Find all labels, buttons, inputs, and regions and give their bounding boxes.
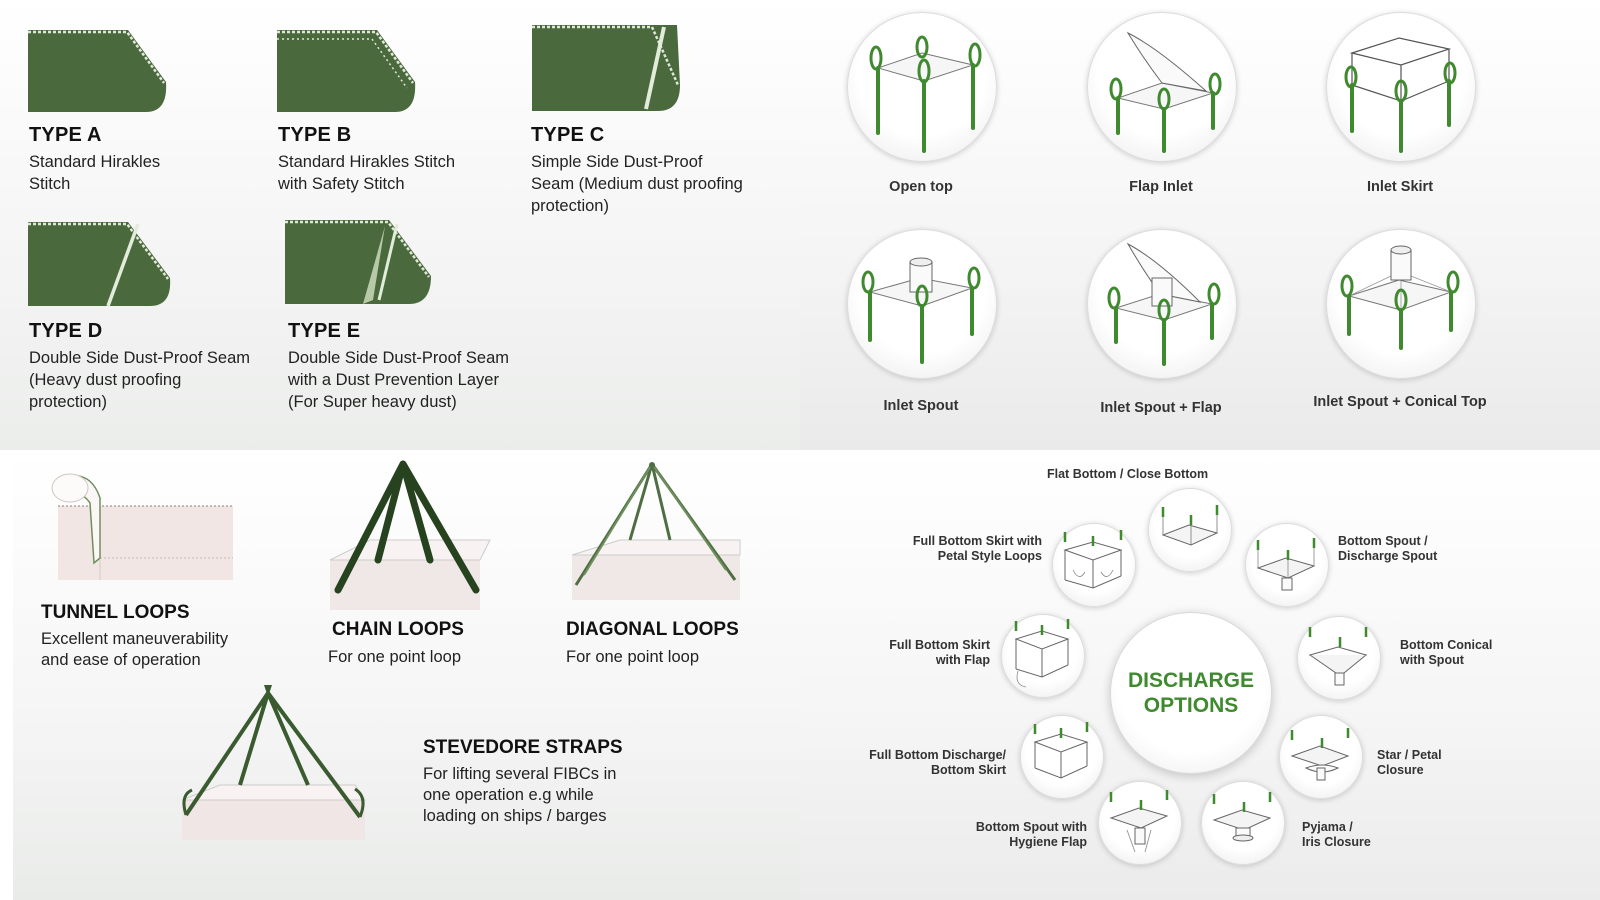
type-a-description: Standard Hirakles Stitch [29,153,161,193]
type-a-fabric-swatch [28,30,167,112]
full-bottom-skirt-flap-bag-icon [1001,614,1085,698]
type-d-title: TYPE D [29,320,103,342]
inlet-skirt-label: Inlet Skirt [1366,179,1434,195]
type-c-description: Simple Side Dust-Proof Seam (Medium dust… [531,153,743,215]
stevedore-straps-bag-icon [181,685,366,840]
inlet-spout-label: Inlet Spout [883,398,959,414]
pyjama-iris-closure-bag-icon [1201,781,1285,865]
type-b-description: Standard Hirakles Stitch with Safety Sti… [278,153,455,193]
full-bottom-skirt-petal-loops-bag-icon [1052,523,1136,607]
type-d-description: Double Side Dust-Proof Seam (Heavy dust … [29,349,251,411]
bottom-spout-label: Bottom Spout / Discharge Spout [1338,534,1438,563]
bottom-spout-hygiene-flap-bag-icon [1098,781,1182,865]
star-petal-closure-bag-icon [1279,715,1363,799]
star-petal-closure-label: Star / Petal Closure [1377,748,1442,777]
full-bottom-skirt-petal-loops-label: Full Bottom Skirt with Petal Style Loops [912,534,1042,563]
bottom-spout-hygiene-flap-label: Bottom Spout with Hygiene Flap [975,820,1087,849]
discharge-options-hub: DISCHARGE OPTIONS [1110,612,1272,774]
full-bottom-discharge-label: Full Bottom Discharge/ Bottom Skirt [869,748,1006,777]
type-d-fabric-swatch [28,222,171,307]
bottom-conical-spout-bag-icon [1297,616,1381,700]
chain-loops-bag-icon [329,460,491,610]
stevedore-straps-description: For lifting several FIBCs in one operati… [423,765,617,825]
full-bottom-discharge-bag-icon [1020,715,1104,799]
open-top-bag-icon [847,12,997,162]
flat-bottom-bag-icon [1148,488,1232,572]
inlet-spout-bag-icon [847,229,997,379]
flap-inlet-bag-icon [1087,12,1237,162]
bottom-conical-spout-label: Bottom Conical with Spout [1400,638,1493,667]
stevedore-straps-title: STEVEDORE STRAPS [423,737,623,758]
flat-bottom-label: Flat Bottom / Close Bottom [1047,467,1209,481]
type-e-fabric-swatch [285,220,431,304]
inlet-spout-conical-bag-icon [1326,229,1476,379]
chain-loops-title: CHAIN LOOPS [332,619,464,640]
pyjama-iris-closure-label: Pyjama / Iris Closure [1302,820,1371,849]
chain-loops-description: For one point loop [328,648,462,666]
inlet-spout-flap-bag-icon [1087,229,1237,379]
type-c-title: TYPE C [531,124,605,146]
type-a-title: TYPE A [29,124,102,146]
open-top-label: Open top [889,179,953,195]
bottom-spout-bag-icon [1245,523,1329,607]
type-b-title: TYPE B [278,124,352,146]
flap-inlet-label: Flap Inlet [1129,179,1193,195]
type-c-fabric-swatch [532,25,680,111]
type-b-fabric-swatch [277,30,416,112]
diagonal-loops-bag-icon [571,462,741,600]
inlet-spout-flap-label: Inlet Spout + Flap [1100,400,1222,416]
tunnel-loop-bag-icon [51,473,233,580]
diagonal-loops-description: For one point loop [566,648,700,666]
inlet-spout-conical-label: Inlet Spout + Conical Top [1313,394,1487,410]
diagonal-loops-title: DIAGONAL LOOPS [566,619,739,640]
discharge-options-title: DISCHARGE OPTIONS [1127,669,1254,717]
inlet-skirt-bag-icon [1326,12,1476,162]
type-e-description: Double Side Dust-Proof Seam with a Dust … [288,349,510,411]
tunnel-loops-description: Excellent maneuverability and ease of op… [41,630,229,669]
tunnel-loops-title: TUNNEL LOOPS [41,602,190,623]
type-e-title: TYPE E [288,320,361,342]
full-bottom-skirt-flap-label: Full Bottom Skirt with Flap [889,638,990,667]
